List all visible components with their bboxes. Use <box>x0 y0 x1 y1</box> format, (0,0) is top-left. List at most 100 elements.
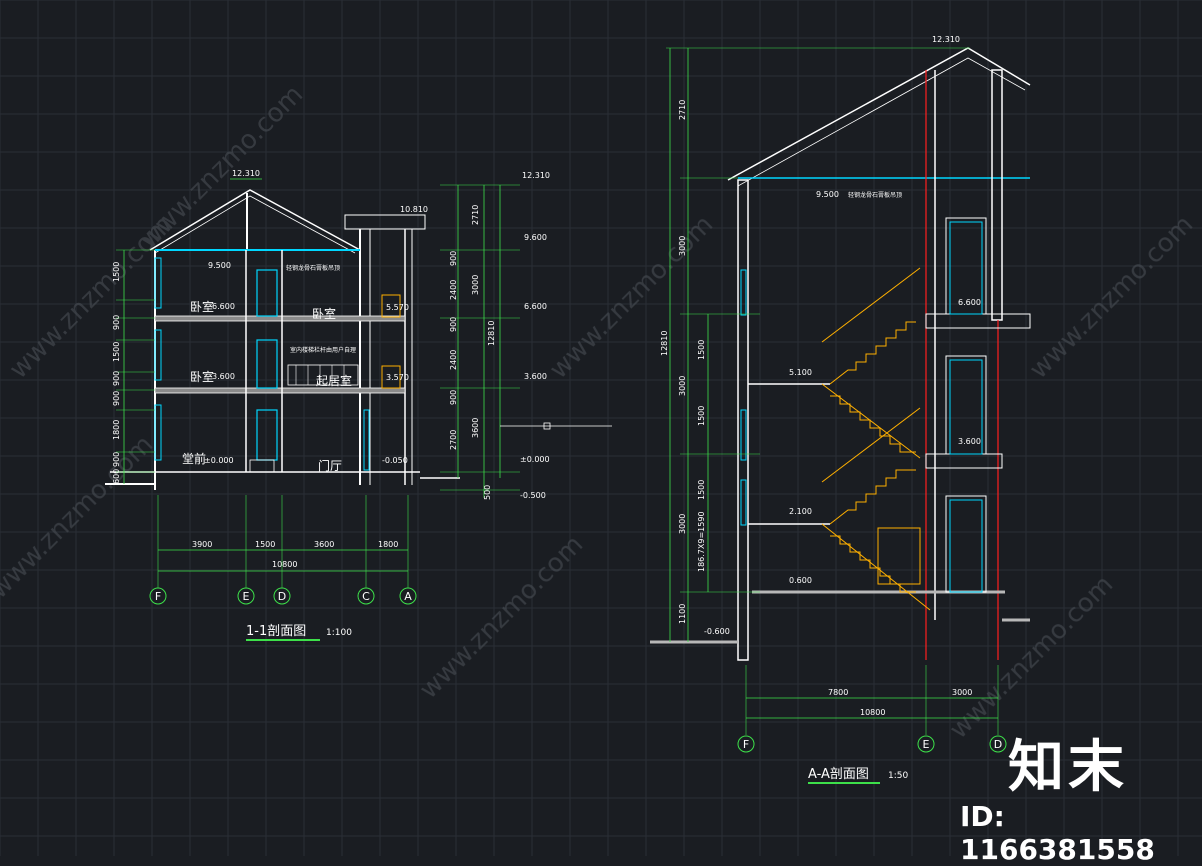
svg-text:1500: 1500 <box>697 480 706 500</box>
svg-text:3.600: 3.600 <box>524 372 547 381</box>
floor-2 <box>154 387 406 394</box>
svg-text:900: 900 <box>112 371 121 386</box>
watermark-text: www.znzmo.com www.znzmo.com www.znzmo.co… <box>0 80 1199 745</box>
section-a-a-title: A-A剖面图 <box>808 767 869 782</box>
svg-text:12810: 12810 <box>660 331 669 356</box>
room-label-bedroom-3: 卧室 <box>190 369 214 384</box>
svg-text:F: F <box>743 738 749 751</box>
top-elevation: 12.310 <box>232 169 260 178</box>
level-9500: 9.500 <box>208 261 231 270</box>
room-label-entrance: 门厅 <box>318 458 342 473</box>
watermark-site-2: www.znzmo.com <box>134 80 309 255</box>
svg-text:F: F <box>155 590 161 603</box>
section-1-1-title: 1-1剖面图 <box>246 624 306 639</box>
stair-flights <box>821 267 931 611</box>
svg-text:900: 900 <box>112 452 121 467</box>
room-label-living: 起居室 <box>316 373 352 388</box>
svg-text:轻钢龙骨石膏板吊顶: 轻钢龙骨石膏板吊顶 <box>848 191 902 199</box>
svg-text:1800: 1800 <box>378 540 398 549</box>
level-3600: 3.600 <box>212 372 235 381</box>
svg-text:3900: 3900 <box>192 540 212 549</box>
svg-text:900: 900 <box>449 251 458 266</box>
svg-text:500: 500 <box>483 485 492 500</box>
axis-bubbles-left: F E D C A <box>149 587 417 605</box>
svg-text:186.7X9=1590: 186.7X9=1590 <box>697 511 706 572</box>
svg-text:1500: 1500 <box>697 406 706 426</box>
svg-text:9.600: 9.600 <box>524 233 547 242</box>
watermark-site-7: www.znzmo.com <box>944 570 1119 745</box>
watermark-site-4: www.znzmo.com <box>414 530 589 705</box>
svg-text:5.100: 5.100 <box>789 368 812 377</box>
svg-text:1100: 1100 <box>678 604 687 624</box>
svg-text:600: 600 <box>112 469 121 484</box>
roof-line <box>149 189 361 251</box>
section-1-1-scale: 1:100 <box>326 628 352 638</box>
level-3570: 3.570 <box>386 373 409 382</box>
svg-text:10.810: 10.810 <box>400 205 428 214</box>
aa-left-dims: 2710 3000 12810 3000 3000 1100 1500 1500… <box>660 47 970 642</box>
level-6600: 6.600 <box>212 302 235 311</box>
watermark-site-5: www.znzmo.com <box>1024 210 1199 385</box>
svg-text:2700: 2700 <box>449 430 458 450</box>
axis-bubbles-right: F E D <box>737 735 1007 753</box>
svg-text:-0.500: -0.500 <box>520 491 546 500</box>
svg-text:7800: 7800 <box>828 688 848 697</box>
level-0000: ±0.000 <box>204 456 234 465</box>
svg-text:±0.000: ±0.000 <box>520 455 550 464</box>
svg-text:3000: 3000 <box>678 376 687 396</box>
svg-text:1800: 1800 <box>112 420 121 440</box>
section-a-a-scale: 1:50 <box>888 771 908 781</box>
svg-text:12.310: 12.310 <box>932 35 960 44</box>
image-id-label: ID: 1166381558 <box>960 800 1155 866</box>
svg-text:10800: 10800 <box>860 708 885 717</box>
svg-text:3000: 3000 <box>471 275 480 295</box>
svg-text:1500: 1500 <box>697 340 706 360</box>
svg-text:6.600: 6.600 <box>958 298 981 307</box>
svg-text:3000: 3000 <box>952 688 972 697</box>
svg-text:6.600: 6.600 <box>524 302 547 311</box>
note-ceiling: 轻钢龙骨石膏板吊顶 <box>286 264 340 272</box>
svg-text:3.600: 3.600 <box>958 437 981 446</box>
section-1-1: 卧室 卧室 卧室 起居室 堂前 门厅 9.500 6.600 3.600 ±0.… <box>105 169 612 641</box>
svg-text:12810: 12810 <box>487 321 496 346</box>
svg-text:12.310: 12.310 <box>522 171 550 180</box>
svg-text:3000: 3000 <box>678 236 687 256</box>
aa-bottom-dims: 7800 3000 10800 <box>745 665 999 735</box>
svg-text:2710: 2710 <box>678 100 687 120</box>
svg-text:900: 900 <box>449 317 458 332</box>
svg-text:1500: 1500 <box>255 540 275 549</box>
svg-text:2400: 2400 <box>449 350 458 370</box>
svg-text:D: D <box>278 590 286 603</box>
svg-text:900: 900 <box>112 315 121 330</box>
room-label-bedroom-1: 卧室 <box>190 299 214 314</box>
svg-text:C: C <box>362 590 370 603</box>
room-label-hall: 堂前 <box>182 451 206 466</box>
floor-3 <box>154 315 406 322</box>
svg-text:A: A <box>404 590 412 603</box>
right-elevations: 12.310 10.810 9.600 6.600 3.600 ±0.000 -… <box>400 171 550 500</box>
left-dim-chain: 1500 900 1500 900 900 1800 900 600 <box>112 249 155 484</box>
room-label-bedroom-2: 卧室 <box>312 306 336 321</box>
svg-text:900: 900 <box>449 390 458 405</box>
svg-text:3000: 3000 <box>678 514 687 534</box>
svg-text:3600: 3600 <box>471 418 480 438</box>
svg-text:10800: 10800 <box>272 560 297 569</box>
svg-text:2710: 2710 <box>471 205 480 225</box>
brand-logo: 知末 <box>1008 735 1128 800</box>
svg-text:E: E <box>243 590 250 603</box>
aa-levels: 9.500 6.600 5.100 3.600 2.100 0.600 -0.6… <box>704 35 981 636</box>
svg-text:1500: 1500 <box>112 342 121 362</box>
svg-text:-0.600: -0.600 <box>704 627 730 636</box>
svg-text:9.500: 9.500 <box>816 190 839 199</box>
svg-text:D: D <box>994 738 1002 751</box>
svg-text:1500: 1500 <box>112 262 121 282</box>
section-a-a: 9.500 6.600 5.100 3.600 2.100 0.600 -0.6… <box>650 35 1031 784</box>
bottom-dim-chain: 3900 1500 3600 1800 10800 <box>157 495 409 588</box>
svg-text:0.600: 0.600 <box>789 576 812 585</box>
svg-text:3600: 3600 <box>314 540 334 549</box>
level-minus-0050: -0.050 <box>382 456 408 465</box>
level-5570: 5.570 <box>386 303 409 312</box>
svg-text:2.100: 2.100 <box>789 507 812 516</box>
svg-text:900: 900 <box>112 391 121 406</box>
